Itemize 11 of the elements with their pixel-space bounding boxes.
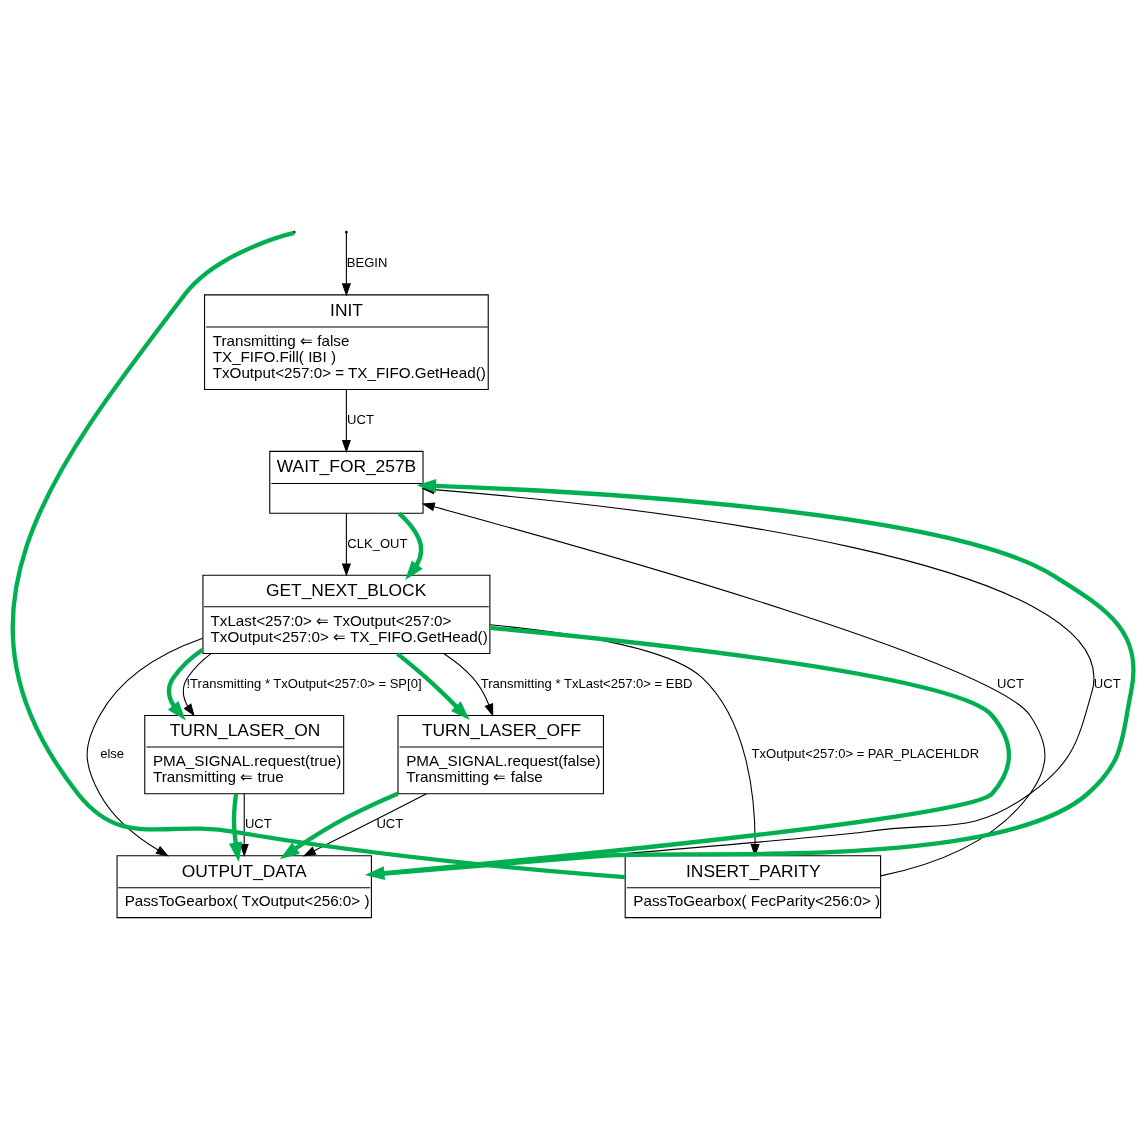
edge-label: else xyxy=(100,745,125,761)
edge-label: UCT xyxy=(997,675,1024,691)
edge-label: CLK_OUT xyxy=(347,535,408,551)
edge-label: UCT xyxy=(347,411,374,427)
edge-label: BEGIN xyxy=(346,254,388,270)
edge-label: Transmitting * TxLast<257:0> = EBD xyxy=(480,675,693,691)
edge-label: UCT xyxy=(1093,675,1121,691)
edge-label: UCT xyxy=(376,815,404,831)
edge-label: UCT xyxy=(244,815,272,831)
edge-label: TxOutput<257:0> = PAR_PLACEHLDR xyxy=(751,745,980,761)
edge-label: !Transmitting * TxOutput<257:0> = SP[0] xyxy=(186,675,422,691)
